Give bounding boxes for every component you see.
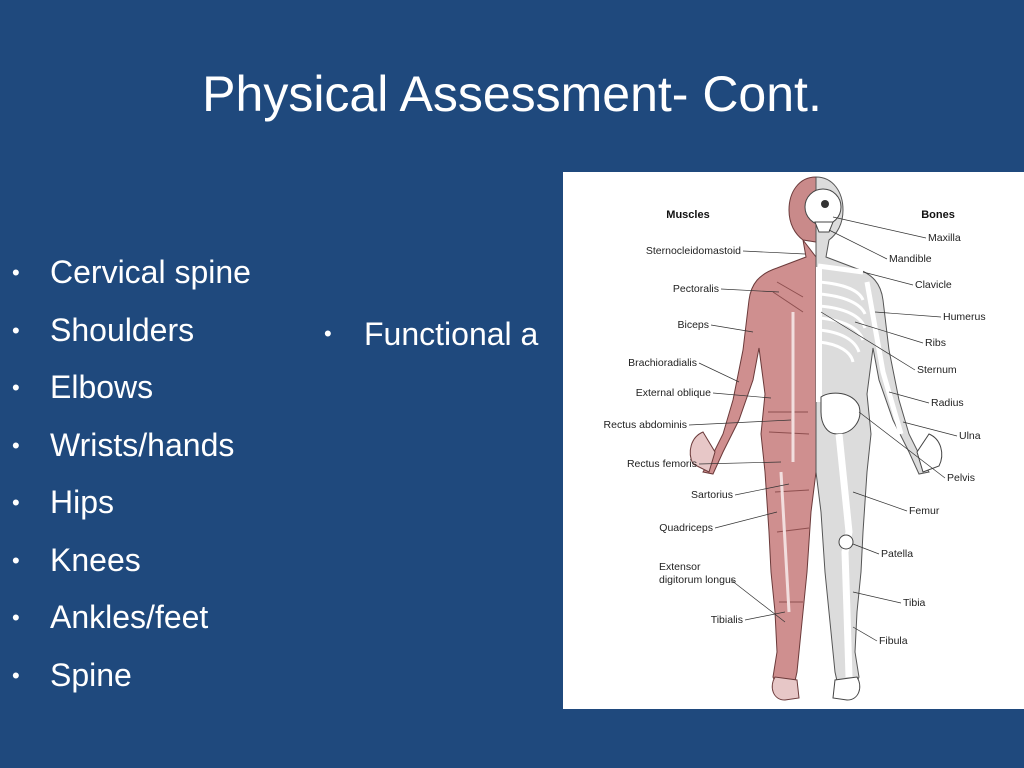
label-maxilla: Maxilla	[928, 232, 961, 244]
anatomy-figure: Muscles Bones Sternocleidomastoid Pector…	[563, 172, 1024, 709]
bullet-icon: •	[12, 662, 20, 688]
list-item: • Spine	[12, 647, 312, 705]
bones-header: Bones	[921, 209, 955, 221]
label-fibula: Fibula	[879, 635, 908, 647]
list-item: • Elbows	[12, 359, 312, 417]
bullet-icon: •	[12, 547, 20, 573]
label-mandible: Mandible	[889, 253, 932, 265]
anatomy-diagram: Muscles Bones Sternocleidomastoid Pector…	[604, 176, 986, 701]
label-humerus: Humerus	[943, 311, 986, 323]
label-tibialis: Tibialis	[711, 614, 743, 626]
list-item-label: Ankles/feet	[50, 599, 209, 635]
list-item: • Shoulders	[12, 302, 312, 360]
list-item-label: Wrists/hands	[50, 426, 235, 463]
label-ulna: Ulna	[959, 430, 981, 442]
label-biceps: Biceps	[677, 319, 709, 331]
list-item-label: Knees	[50, 541, 141, 578]
muscle-labels: Sternocleidomastoid Pectoralis Biceps Br…	[604, 245, 806, 626]
label-pectoralis: Pectoralis	[673, 283, 719, 295]
label-rectus-femoris: Rectus femoris	[627, 458, 697, 470]
muscles-header: Muscles	[666, 209, 709, 221]
label-quadriceps: Quadriceps	[659, 522, 713, 534]
bullet-icon: •	[12, 375, 20, 400]
list-item-label: Shoulders	[50, 311, 195, 348]
bullet-icon: •	[12, 605, 20, 630]
bullet-icon: •	[324, 321, 332, 346]
label-extensor: Extensor	[659, 561, 701, 573]
list-item-label: Cervical spine	[50, 254, 251, 290]
label-clavicle: Clavicle	[915, 279, 952, 291]
left-bullet-list: • Cervical spine • Shoulders • Elbows • Wris…	[12, 244, 312, 704]
list-item: • Wrists/hands	[12, 417, 312, 475]
list-item: • Hips	[12, 474, 312, 532]
label-external-oblique: External oblique	[636, 387, 711, 399]
list-item: • Ankles/feet	[12, 589, 312, 647]
slide-title: Physical Assessment- Cont.	[202, 66, 822, 122]
bullet-icon: •	[12, 432, 20, 458]
bullet-icon: •	[12, 490, 20, 515]
label-rectus-abdominis: Rectus abdominis	[604, 419, 687, 431]
bone-labels: Maxilla Mandible Clavicle Humerus Ribs S…	[820, 216, 986, 647]
list-item-label: Hips	[50, 484, 115, 520]
list-item: • Knees	[12, 532, 312, 590]
label-femur: Femur	[909, 505, 940, 517]
label-tibia: Tibia	[903, 597, 926, 609]
label-patella: Patella	[881, 548, 913, 560]
right-bullet: • Functional a	[324, 312, 538, 356]
label-sternocleidomastoid: Sternocleidomastoid	[646, 245, 741, 257]
bullet-icon: •	[12, 260, 20, 285]
list-item-label: Spine	[50, 656, 132, 693]
bullet-icon: •	[12, 317, 20, 343]
right-bullet-label: Functional a	[364, 316, 539, 352]
label-sartorius: Sartorius	[691, 489, 733, 501]
label-pelvis: Pelvis	[947, 472, 975, 484]
body-skeleton-half	[804, 176, 943, 701]
list-item-label: Elbows	[50, 369, 154, 405]
label-ribs: Ribs	[925, 337, 946, 349]
body-muscle-half	[689, 176, 817, 701]
label-sternum: Sternum	[917, 364, 957, 376]
label-brachioradialis: Brachioradialis	[628, 357, 697, 369]
list-item: • Cervical spine	[12, 244, 312, 302]
label-radius: Radius	[931, 397, 964, 409]
label-digitorum-longus: digitorum longus	[659, 574, 736, 586]
